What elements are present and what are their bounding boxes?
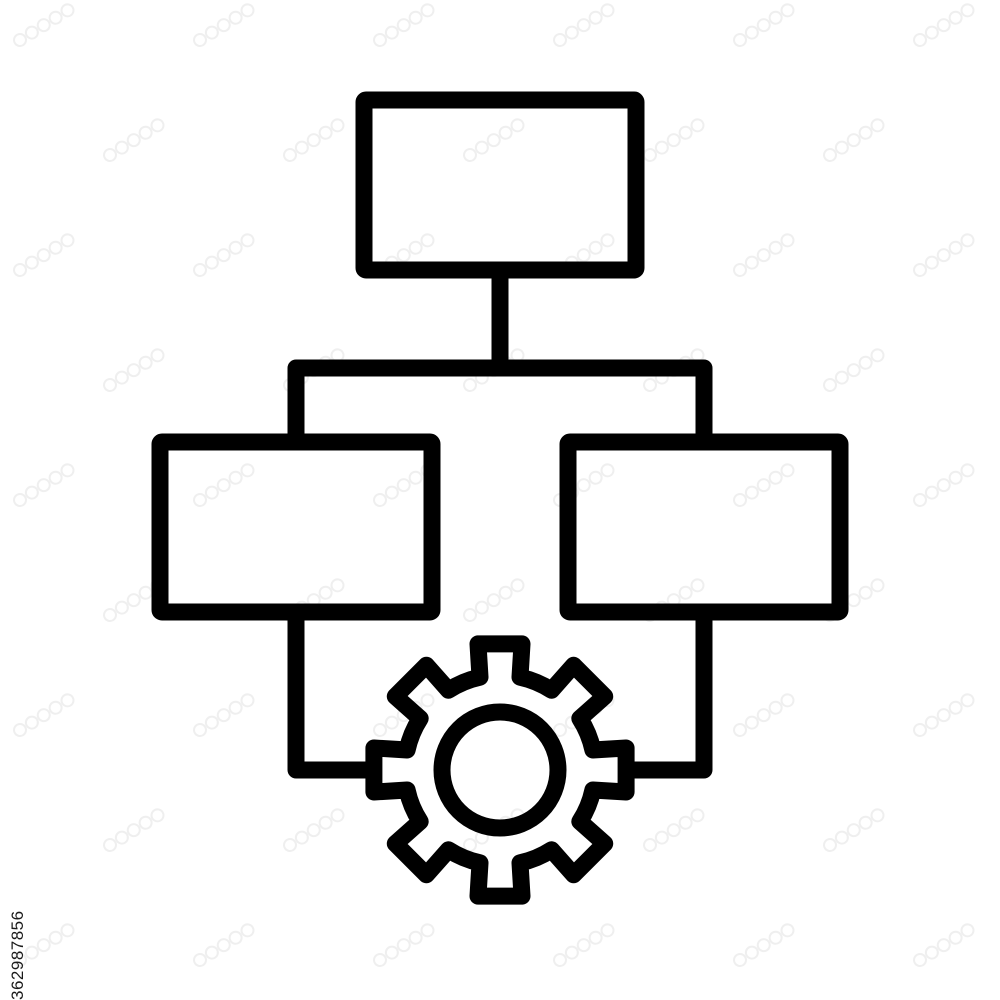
top-node-box: [355, 91, 645, 279]
right-to-gear-connector: [621, 603, 713, 779]
left-to-gear-connector: [287, 603, 379, 779]
branch-connector-line: [287, 359, 713, 451]
stock-id-label: 362987856: [8, 910, 27, 1000]
gear-icon: [365, 635, 635, 905]
right-node-box: [559, 433, 849, 621]
left-node-box: [151, 433, 441, 621]
gear-hub-circle: [433, 703, 567, 837]
